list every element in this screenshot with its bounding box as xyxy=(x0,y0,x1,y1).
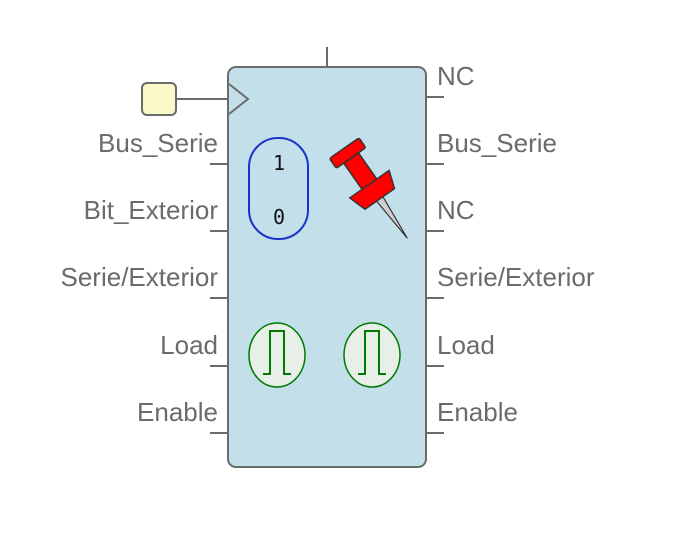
right-pin[interactable]: NC xyxy=(426,195,475,232)
right-pin-label: NC xyxy=(437,61,475,91)
right-pin-label: Load xyxy=(437,330,495,360)
right-pin[interactable]: Bus_Serie xyxy=(426,128,557,165)
left-pin[interactable]: Enable xyxy=(137,397,228,434)
pushpin-icon[interactable] xyxy=(325,134,427,252)
component-body[interactable] xyxy=(227,66,427,468)
right-pin-label: Enable xyxy=(437,397,518,427)
pulse-icon xyxy=(358,330,386,375)
right-pin-label: Bus_Serie xyxy=(437,128,557,158)
pulse-button-right[interactable] xyxy=(343,322,401,388)
pushpin-base xyxy=(348,169,396,211)
left-pin[interactable]: Bit_Exterior xyxy=(84,195,228,232)
toggle-switch-capsule[interactable] xyxy=(248,137,309,240)
left-pin[interactable]: Load xyxy=(160,330,228,367)
right-pin[interactable]: Serie/Exterior xyxy=(426,262,595,299)
left-pin-label: Load xyxy=(160,330,218,360)
pulse-button-left-circle[interactable] xyxy=(248,322,306,388)
pulse-icon xyxy=(263,330,291,375)
left-pin-label: Bus_Serie xyxy=(98,128,218,158)
pulse-button-left[interactable] xyxy=(248,322,306,388)
clock-input[interactable] xyxy=(141,82,250,116)
toggle-top-value: 1 xyxy=(273,151,285,175)
left-pin[interactable]: Serie/Exterior xyxy=(61,262,229,299)
right-pin-label: Serie/Exterior xyxy=(437,262,595,292)
toggle-bottom-value: 0 xyxy=(273,205,285,229)
left-pins: Bus_Serie Bit_Exterior Serie/Exterior Lo… xyxy=(61,128,229,434)
right-pin[interactable]: NC xyxy=(426,61,475,98)
clock-input-box-icon[interactable] xyxy=(141,82,177,116)
left-pin[interactable]: Bus_Serie xyxy=(98,128,228,165)
left-pin-label: Serie/Exterior xyxy=(61,262,219,292)
toggle-switch[interactable]: 1 0 xyxy=(248,137,309,240)
left-pin-label: Bit_Exterior xyxy=(84,195,219,225)
pulse-button-right-circle[interactable] xyxy=(343,322,401,388)
left-pin-label: Enable xyxy=(137,397,218,427)
right-pin[interactable]: Load xyxy=(426,330,495,367)
clock-triangle-icon xyxy=(228,83,250,115)
right-pin[interactable]: Enable xyxy=(426,397,518,434)
right-pins: NC Bus_Serie NC Serie/Exterior Load Enab… xyxy=(426,61,595,434)
right-pin-label: NC xyxy=(437,195,475,225)
